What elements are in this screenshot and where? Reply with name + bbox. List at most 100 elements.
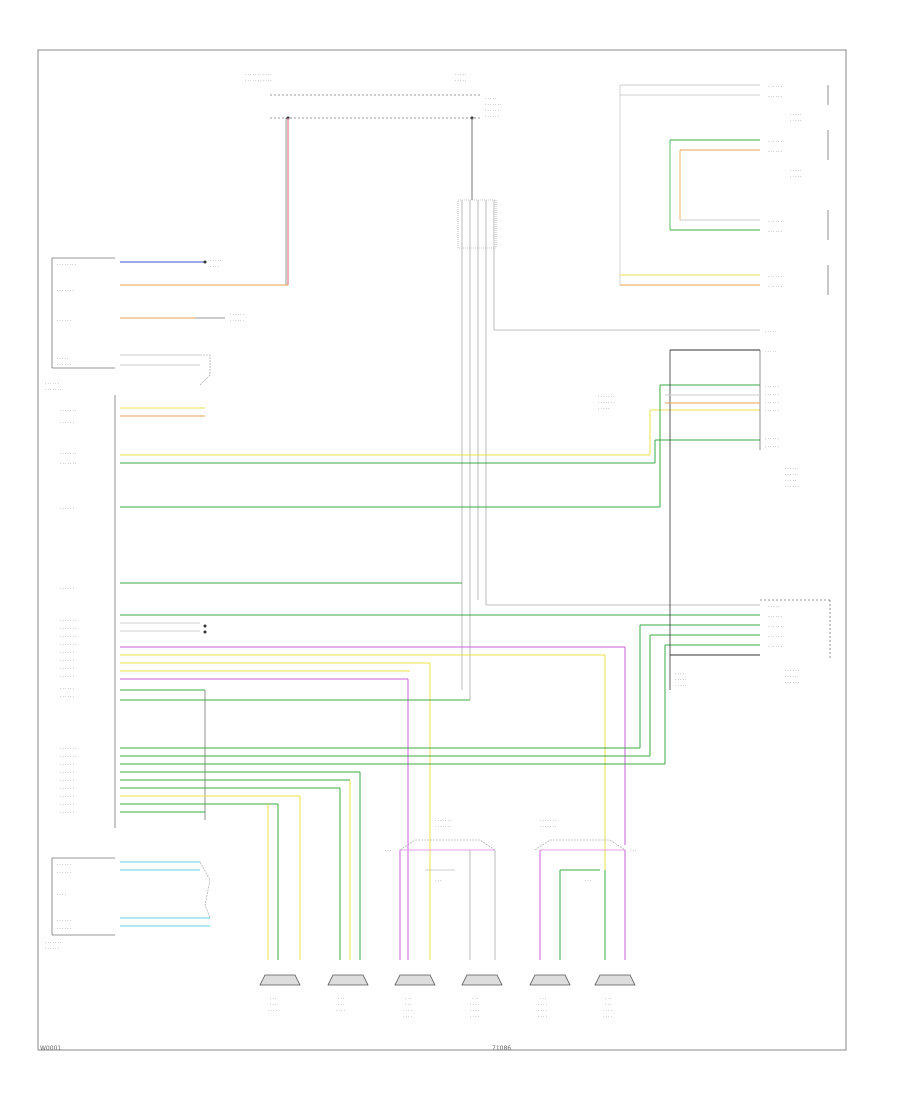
svg-text:· · · · · ·: · · · · · · <box>45 381 59 386</box>
svg-text:· · · · · ·: · · · · · · <box>57 918 71 923</box>
signal-wires <box>120 384 760 960</box>
svg-text:· · · · · ·: · · · · · · <box>765 400 779 405</box>
svg-text:· · · · · ·: · · · · · · <box>785 484 799 489</box>
svg-text:· · ·: · · · <box>270 996 276 1001</box>
svg-text:· · · ·: · · · · <box>470 1002 479 1007</box>
crossover-right: · · · · · · · · · · · · · · · · · · · · <box>534 818 636 883</box>
svg-text:· · · · · ·: · · · · · · <box>768 229 782 234</box>
svg-text:· · · · ·: · · · · · <box>785 478 796 483</box>
svg-text:· · · · · · ·: · · · · · · · <box>540 818 557 823</box>
svg-text:· · · · · · ·: · · · · · · · <box>540 824 557 829</box>
svg-text:· · · · · ·: · · · · · · <box>60 770 74 775</box>
diagram-frame <box>37 49 847 1051</box>
speaker-icon <box>327 974 369 986</box>
speaker-icon <box>461 974 503 986</box>
radio-module-upper: · · · · · · · · · · · · · · · · · · · · … <box>51 257 115 369</box>
svg-text:· · · · · ·: · · · · · · <box>768 274 782 279</box>
svg-text:· · · ·: · · · · <box>675 671 684 676</box>
svg-text:· · · · · ·: · · · · · · <box>768 624 782 629</box>
svg-text:· · · · · ·: · · · · · · <box>765 392 779 397</box>
svg-text:· · ·: · · · <box>405 1002 411 1007</box>
svg-text:· · · · · · ·: · · · · · · · <box>60 461 77 466</box>
svg-text:· · · · · ·: · · · · · · <box>60 794 74 799</box>
svg-text:· · · · · · ·: · · · · · · · <box>60 626 77 631</box>
svg-text:· · · · · ·: · · · · · · <box>57 862 71 867</box>
svg-text:· · · · ·: · · · · · <box>210 258 221 263</box>
svg-text:· · · · · ·: · · · · · · <box>765 384 779 389</box>
svg-text:· · · · · · ·: · · · · · · · <box>60 451 77 456</box>
svg-text:· · · · ·: · · · · · <box>790 168 801 173</box>
speaker-icon <box>594 974 636 986</box>
svg-text:· · · · ·: · · · · · <box>598 406 609 411</box>
svg-text:· · · · ·: · · · · · <box>455 72 466 77</box>
svg-text:· · · · · ·: · · · · · · <box>60 674 74 679</box>
svg-text:· · · · · ·: · · · · · · <box>60 786 74 791</box>
center-harness <box>457 118 760 700</box>
svg-text:· · · · · · ·: · · · · · · · <box>60 642 77 647</box>
svg-text:· · · · · ·: · · · · · · <box>57 926 71 931</box>
svg-text:· · ·: · · · <box>338 996 344 1001</box>
svg-text:· · · · · ·: · · · · · · <box>768 139 782 144</box>
svg-text:· · · ·: · · · · <box>57 892 66 897</box>
footer-left-code: W0001 <box>40 1045 62 1052</box>
svg-text:· · · · · ·: · · · · · · <box>768 644 782 649</box>
svg-text:· · · · · ·: · · · · · · <box>57 318 71 323</box>
svg-text:· · · · · · ·: · · · · · · · <box>435 818 452 823</box>
svg-text:· · · · ·: · · · · · <box>790 174 801 179</box>
svg-text:· · · · ·: · · · · · <box>675 683 686 688</box>
svg-text:· · · ·: · · · · <box>470 1014 479 1019</box>
rear-module: · · · · · · · · · · · · · · · · · · · · … <box>45 857 115 951</box>
svg-text:· · · · · ·: · · · · · · <box>60 778 74 783</box>
svg-text:· · · · · ·: · · · · · · <box>45 946 59 951</box>
svg-text:· · · · · · · · · · ·: · · · · · · · · · · · <box>245 78 272 83</box>
svg-text:· · · · · ·: · · · · · · <box>60 762 74 767</box>
svg-text:· · ·: · · · <box>472 996 478 1001</box>
svg-text:· · · ·: · · · · <box>538 1008 547 1013</box>
svg-text:· · · ·: · · · · <box>470 1008 479 1013</box>
svg-text:· · · · · · · · · · ·: · · · · · · · · · · · <box>245 72 272 77</box>
svg-text:· · ·: · · · <box>270 1002 276 1007</box>
svg-text:· · ·: · · · <box>585 878 591 883</box>
svg-text:· · · · · ·: · · · · · · <box>768 219 782 224</box>
svg-text:· · · ·: · · · · <box>268 1008 277 1013</box>
svg-text:· · · · · ·: · · · · · · <box>60 810 74 815</box>
svg-text:· · · · · ·: · · · · · · <box>768 84 782 89</box>
svg-text:· · · · ·: · · · · · <box>765 349 776 354</box>
right-lower-module: · · · · · · · · · · · · · · · · · · · · … <box>670 599 831 688</box>
svg-text:· · · · · ·: · · · · · · <box>57 362 71 367</box>
speaker-icon <box>259 974 301 986</box>
svg-text:· · · · · ·: · · · · · · <box>60 694 74 699</box>
svg-text:· · · · ·: · · · · · <box>768 604 779 609</box>
svg-text:· · · ·: · · · · <box>336 1008 345 1013</box>
svg-text:· · · · · ·: · · · · · · <box>765 436 779 441</box>
svg-text:· · · · · ·: · · · · · · <box>765 444 779 449</box>
svg-text:· · ·: · · · <box>605 1002 611 1007</box>
svg-text:· · · · · · ·: · · · · · · · <box>57 288 74 293</box>
svg-text:· · · · · ·: · · · · · · <box>768 94 782 99</box>
svg-text:· · · · · · ·: · · · · · · · <box>45 387 62 392</box>
svg-text:· · · · · ·: · · · · · · <box>60 666 74 671</box>
svg-text:· · ·: · · · <box>540 996 546 1001</box>
svg-text:· · · · · · ·: · · · · · · · <box>598 400 615 405</box>
svg-text:· · · ·: · · · · <box>538 1014 547 1019</box>
svg-text:· · · · · ·: · · · · · · <box>230 318 244 323</box>
svg-text:· · · · · · · ·: · · · · · · · · <box>57 262 76 267</box>
svg-text:· · · · · ·: · · · · · · <box>60 420 74 425</box>
svg-text:· · · · · ·: · · · · · · <box>60 650 74 655</box>
svg-text:· · · · · ·: · · · · · · <box>765 408 779 413</box>
svg-text:· · · · ·: · · · · · <box>785 466 796 471</box>
svg-text:· · · ·: · · · · <box>210 264 219 269</box>
svg-text:· · · · · ·: · · · · · · <box>485 114 499 119</box>
svg-text:· · · · · ·: · · · · · · <box>768 634 782 639</box>
fuse-feed-red <box>120 118 289 286</box>
svg-text:· · · · · ·: · · · · · · <box>60 802 74 807</box>
svg-text:· · · · · · ·: · · · · · · · <box>45 940 62 945</box>
svg-text:· · · · · · ·: · · · · · · · <box>60 408 77 413</box>
svg-text:· · · · ·: · · · · · <box>485 96 496 101</box>
svg-text:· · · ·: · · · · <box>403 1014 412 1019</box>
svg-text:· · · · · ·: · · · · · · <box>768 614 782 619</box>
svg-text:· · · · · ·: · · · · · · <box>785 680 799 685</box>
svg-text:· · · · · ·: · · · · · · <box>60 658 74 663</box>
svg-text:· · ·: · · · <box>605 996 611 1001</box>
